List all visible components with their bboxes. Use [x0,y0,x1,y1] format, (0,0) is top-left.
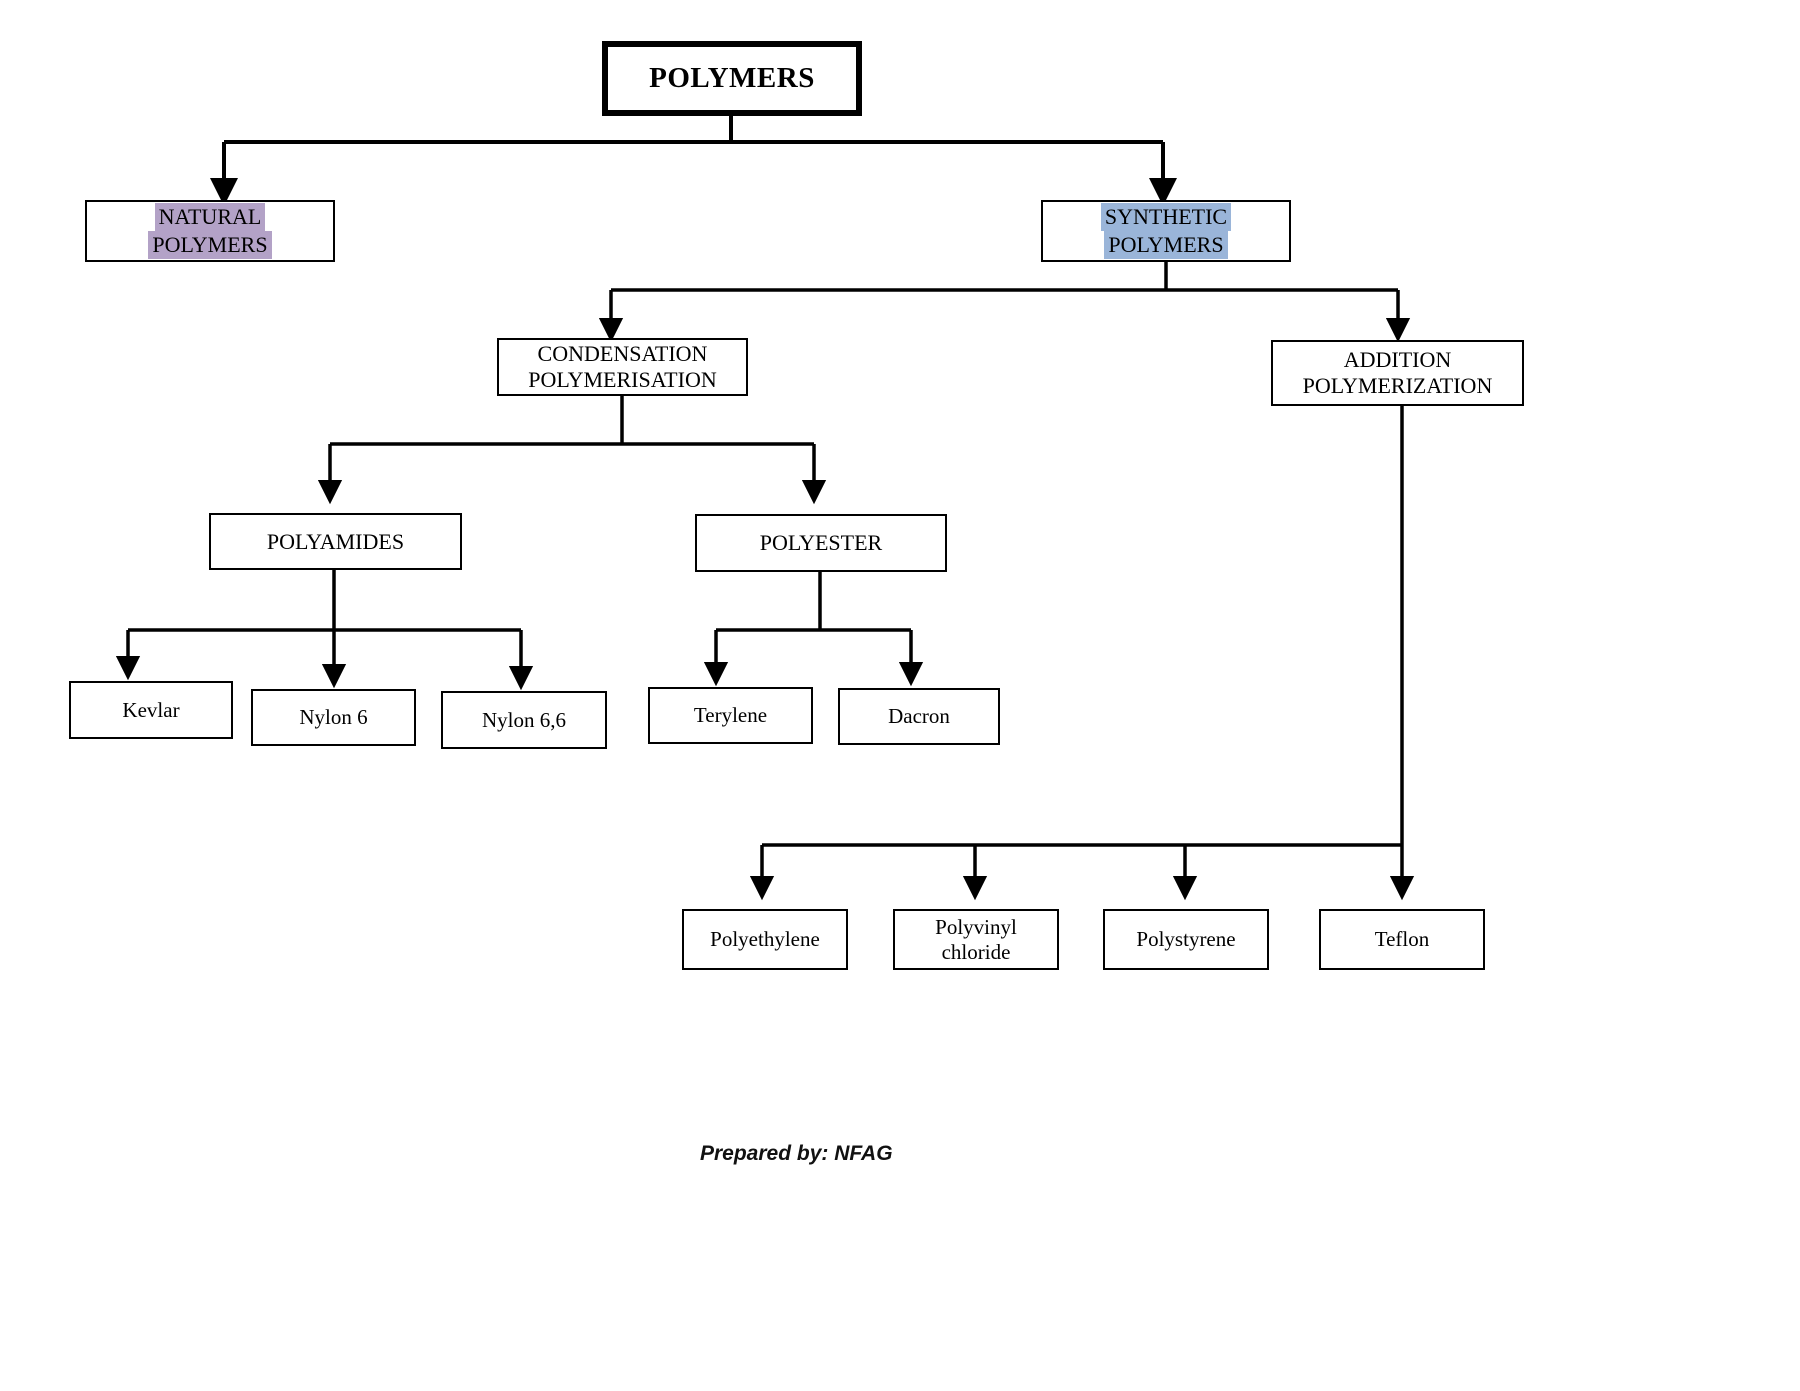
condensation-line1: CONDENSATION [537,341,708,367]
node-natural-polymers[interactable]: NATURAL POLYMERS [85,200,335,262]
node-polystyrene[interactable]: Polystyrene [1103,909,1269,970]
addition-line2: POLYMERIZATION [1302,373,1493,398]
node-polyvinyl-chloride-label: Polyvinyl chloride [931,915,1021,965]
node-polymers-label: POLYMERS [649,62,815,95]
node-nylon-66-label: Nylon 6,6 [482,707,566,732]
node-polystyrene-label: Polystyrene [1136,927,1236,952]
node-condensation-polymerisation[interactable]: CONDENSATION POLYMERISATION [497,338,748,396]
natural-highlight-line2: POLYMERS [148,231,272,259]
natural-highlight-line1: NATURAL [154,203,266,231]
node-teflon-label: Teflon [1374,927,1430,952]
synthetic-highlight-line1: SYNTHETIC [1100,203,1232,231]
node-terylene-label: Terylene [693,703,768,728]
node-synthetic-polymers[interactable]: SYNTHETIC POLYMERS [1041,200,1291,262]
node-dacron[interactable]: Dacron [838,688,1000,745]
pvc-line1: Polyvinyl [935,914,1017,939]
node-polyamides-label: POLYAMIDES [266,528,405,554]
node-nylon-6-label: Nylon 6 [299,705,368,730]
node-natural-polymers-label: NATURAL POLYMERS [144,203,275,259]
node-polyethylene[interactable]: Polyethylene [682,909,848,970]
node-addition-polymerization[interactable]: ADDITION POLYMERIZATION [1271,340,1524,406]
node-polymers[interactable]: POLYMERS [602,41,862,116]
node-addition-label: ADDITION POLYMERIZATION [1299,347,1497,399]
node-polyester[interactable]: POLYESTER [695,514,947,572]
node-polyethylene-label: Polyethylene [710,927,820,952]
synthetic-highlight-line2: POLYMERS [1104,231,1228,259]
condensation-line2: POLYMERISATION [528,367,717,392]
node-synthetic-polymers-label: SYNTHETIC POLYMERS [1097,203,1235,259]
node-polyvinyl-chloride[interactable]: Polyvinyl chloride [893,909,1059,970]
pvc-line2: chloride [941,939,1011,964]
node-kevlar[interactable]: Kevlar [69,681,233,739]
node-condensation-label: CONDENSATION POLYMERISATION [524,341,720,393]
node-teflon[interactable]: Teflon [1319,909,1485,970]
node-nylon-66[interactable]: Nylon 6,6 [441,691,607,749]
node-polyamides[interactable]: POLYAMIDES [209,513,462,570]
node-nylon-6[interactable]: Nylon 6 [251,689,416,746]
node-dacron-label: Dacron [888,704,950,729]
node-terylene[interactable]: Terylene [648,687,813,744]
prepared-by-footer: Prepared by: NFAG [700,1142,893,1165]
node-kevlar-label: Kevlar [122,697,180,722]
addition-line1: ADDITION [1343,347,1452,373]
node-polyester-label: POLYESTER [759,530,883,556]
